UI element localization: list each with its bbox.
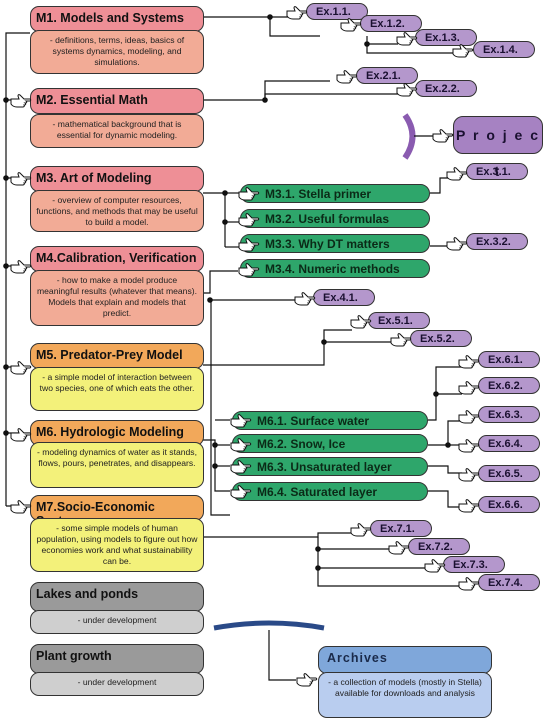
exercise-3-2[interactable]: Ex.3.2.: [466, 233, 528, 250]
pointing-hand-icon: [230, 484, 252, 500]
submodule-m3-4[interactable]: M3.4. Numeric methods: [240, 259, 430, 278]
pointing-hand-icon: [238, 237, 260, 253]
pointing-hand-icon: [396, 82, 418, 98]
archives-description: - a collection of models (mostly in Stel…: [318, 672, 492, 718]
exercise-5-1[interactable]: Ex.5.1.: [368, 312, 430, 329]
pointing-hand-icon: [230, 413, 252, 429]
submodule-m3-2[interactable]: M3.2. Useful formulas: [240, 209, 430, 228]
module-description: - definitions, terms, ideas, basics of s…: [30, 30, 204, 74]
exercise-7-1[interactable]: Ex.7.1.: [370, 520, 432, 537]
module-title: Lakes and ponds: [30, 582, 204, 612]
pointing-hand-icon: [296, 672, 318, 688]
module-title: Plant growth: [30, 644, 204, 674]
exercise-6-3[interactable]: Ex.6.3.: [478, 406, 540, 423]
module-lakes-ponds[interactable]: Lakes and ponds - under development: [30, 582, 204, 634]
module-m2[interactable]: M2. Essential Math - mathematical backgr…: [30, 88, 204, 148]
submodule-m6-4[interactable]: M6.4. Saturated layer: [232, 482, 428, 501]
pointing-hand-icon: [286, 5, 308, 21]
module-m6[interactable]: M6. Hydrologic Modeling - modeling dynam…: [30, 420, 204, 488]
module-title: M5. Predator-Prey Model: [30, 343, 204, 369]
pointing-hand-icon: [336, 69, 358, 85]
pointing-hand-icon: [458, 354, 480, 370]
exercise-7-2[interactable]: Ex.7.2.: [408, 538, 470, 555]
module-description: - how to make a model produce meaningful…: [30, 270, 204, 326]
exercise-2-2[interactable]: Ex.2.2.: [415, 80, 477, 97]
pointing-hand-icon: [10, 259, 32, 275]
pointing-hand-icon: [458, 380, 480, 396]
module-plant-growth[interactable]: Plant growth - under development: [30, 644, 204, 696]
pointing-hand-icon: [452, 43, 474, 59]
module-title: M4.Calibration, Verification: [30, 246, 204, 272]
pointing-hand-icon: [350, 522, 372, 538]
pointing-hand-icon: [294, 291, 316, 307]
module-description: - a simple model of interaction between …: [30, 367, 204, 411]
pointing-hand-icon: [446, 166, 468, 182]
module-m4[interactable]: M4.Calibration, Verification - how to ma…: [30, 246, 204, 326]
module-title: M3. Art of Modeling: [30, 166, 204, 192]
curly-bracket-icon: [402, 113, 416, 160]
pointing-hand-icon: [10, 499, 32, 515]
module-title: M2. Essential Math: [30, 88, 204, 114]
submodule-m6-1[interactable]: M6.1. Surface water: [232, 411, 428, 430]
exercise-1-2[interactable]: Ex.1.2.: [360, 15, 422, 32]
exercise-4-1[interactable]: Ex.4.1.: [313, 289, 375, 306]
pointing-hand-icon: [350, 314, 372, 330]
module-m7[interactable]: M7.Socio-Economic Systems - some simple …: [30, 495, 204, 572]
pointing-hand-icon: [446, 236, 468, 252]
module-description: - overview of computer resources, functi…: [30, 190, 204, 232]
pointing-hand-icon: [10, 427, 32, 443]
pointing-hand-icon: [424, 558, 446, 574]
exercise-2-1[interactable]: Ex.2.1.: [356, 67, 418, 84]
exercise-7-4[interactable]: Ex.7.4.: [478, 574, 540, 591]
exercise-6-4[interactable]: Ex.6.4.: [478, 435, 540, 452]
pointing-hand-icon: [396, 31, 418, 47]
exercise-7-3[interactable]: Ex.7.3.: [443, 556, 505, 573]
pointing-hand-icon: [390, 332, 412, 348]
submodule-m6-2[interactable]: M6.2. Snow, Ice: [232, 434, 428, 453]
pointing-hand-icon: [388, 540, 410, 556]
module-description: - modeling dynamics of water as it stand…: [30, 442, 204, 488]
module-description: - some simple models of human population…: [30, 518, 204, 572]
module-description: - under development: [30, 610, 204, 634]
module-description: - mathematical background that is essent…: [30, 114, 204, 148]
pointing-hand-icon: [458, 467, 480, 483]
exercise-1-1[interactable]: Ex.1.1.: [306, 3, 368, 20]
project-button[interactable]: P r o j e c t: [453, 116, 543, 179]
pointing-hand-icon: [10, 360, 32, 376]
pointing-hand-icon: [238, 262, 260, 278]
pointing-hand-icon: [10, 171, 32, 187]
pointing-hand-icon: [458, 498, 480, 514]
module-m3[interactable]: M3. Art of Modeling - overview of comput…: [30, 166, 204, 232]
module-m1[interactable]: M1. Models and Systems - definitions, te…: [30, 6, 204, 74]
pointing-hand-icon: [10, 93, 32, 109]
exercise-1-3[interactable]: Ex.1.3.: [415, 29, 477, 46]
exercise-1-4[interactable]: Ex.1.4.: [473, 41, 535, 58]
exercise-3-1[interactable]: Ex.3.1.: [466, 163, 528, 180]
pointing-hand-icon: [432, 128, 454, 144]
exercise-6-2[interactable]: Ex.6.2.: [478, 377, 540, 394]
pointing-hand-icon: [458, 438, 480, 454]
module-title: M1. Models and Systems: [30, 6, 204, 32]
submodule-m6-3[interactable]: M6.3. Unsaturated layer: [232, 457, 428, 476]
exercise-6-6[interactable]: Ex.6.6.: [478, 496, 540, 513]
module-description: - under development: [30, 672, 204, 696]
archives-title: Archives: [318, 646, 492, 674]
exercise-6-1[interactable]: Ex.6.1.: [478, 351, 540, 368]
pointing-hand-icon: [340, 17, 362, 33]
pointing-hand-icon: [238, 212, 260, 228]
submodule-m3-1[interactable]: M3.1. Stella primer: [240, 184, 430, 203]
exercise-6-5[interactable]: Ex.6.5.: [478, 465, 540, 482]
exercise-5-2[interactable]: Ex.5.2.: [410, 330, 472, 347]
module-m5[interactable]: M5. Predator-Prey Model - a simple model…: [30, 343, 204, 411]
archives-box[interactable]: Archives - a collection of models (mostl…: [318, 646, 492, 718]
pointing-hand-icon: [458, 576, 480, 592]
pointing-hand-icon: [458, 409, 480, 425]
pointing-hand-icon: [230, 459, 252, 475]
pointing-hand-icon: [238, 186, 260, 202]
pointing-hand-icon: [230, 437, 252, 453]
curly-bracket-icon: [213, 620, 325, 631]
submodule-m3-3[interactable]: M3.3. Why DT matters: [240, 234, 430, 253]
